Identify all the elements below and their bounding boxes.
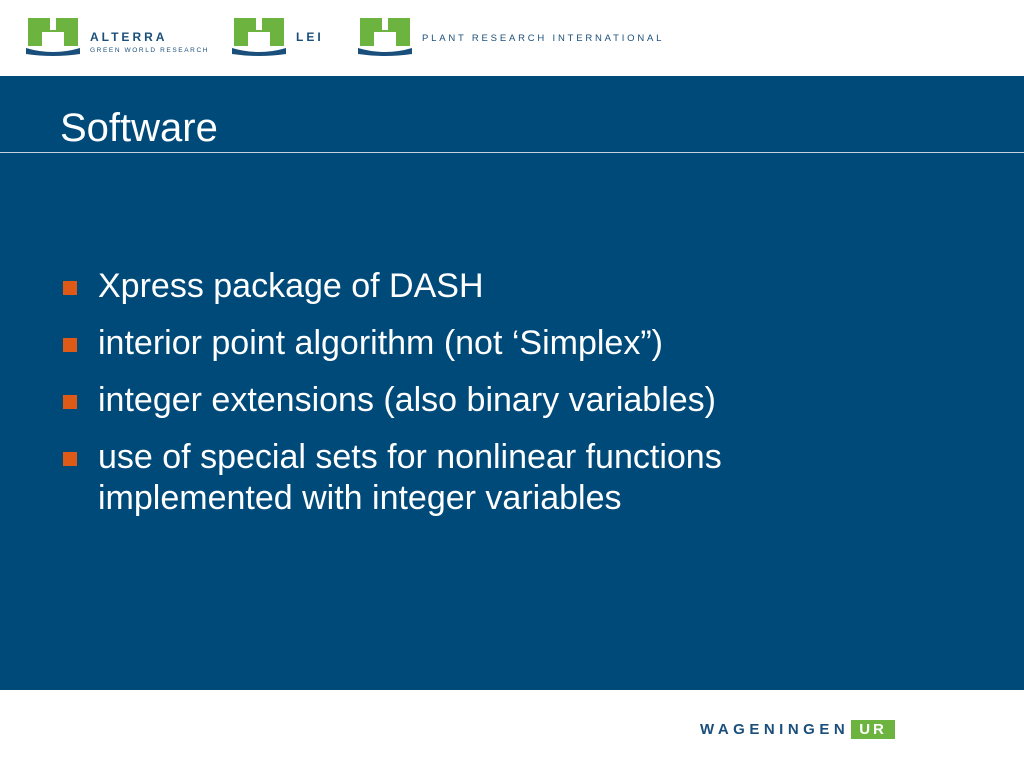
footer: WAGENINGEN UR: [0, 690, 1024, 768]
bullet-list: Xpress package of DASH interior point al…: [60, 266, 920, 535]
slide-title: Software: [60, 106, 218, 150]
slide-panel: Software Xpress package of DASH interior…: [0, 76, 1024, 690]
bullet-item: use of special sets for nonlinear functi…: [60, 437, 920, 519]
square-bullet-icon: [63, 452, 77, 466]
logo-name: ALTERRA: [90, 30, 168, 44]
bullet-item: Xpress package of DASH: [60, 266, 920, 307]
bullet-text: use of special sets for nonlinear functi…: [98, 438, 722, 517]
alterra-logo: ALTERRA GREEN WORLD RESEARCH: [26, 16, 209, 56]
lei-logo: LEI: [232, 16, 324, 56]
logo-name: LEI: [296, 30, 324, 44]
square-bullet-icon: [63, 338, 77, 352]
logo-name: PLANT RESEARCH INTERNATIONAL: [422, 33, 665, 44]
brand-suffix: UR: [851, 720, 895, 739]
arch-logo-icon: [358, 18, 412, 56]
header: ALTERRA GREEN WORLD RESEARCH LEI PLANT R…: [0, 0, 1024, 76]
logo-subtitle: GREEN WORLD RESEARCH: [90, 47, 210, 54]
square-bullet-icon: [63, 395, 77, 409]
plant-research-logo: PLANT RESEARCH INTERNATIONAL: [358, 16, 664, 56]
bullet-item: interior point algorithm (not ‘Simplex”): [60, 323, 920, 364]
arch-logo-icon: [232, 18, 286, 56]
arch-logo-icon: [26, 18, 80, 56]
wageningen-ur-logo: WAGENINGEN UR: [700, 720, 895, 739]
bullet-text: integer extensions (also binary variable…: [98, 381, 716, 419]
bullet-text: Xpress package of DASH: [98, 267, 484, 305]
title-divider: [0, 152, 1024, 153]
brand-main: WAGENINGEN: [700, 721, 850, 738]
square-bullet-icon: [63, 281, 77, 295]
bullet-item: integer extensions (also binary variable…: [60, 380, 920, 421]
bullet-text: interior point algorithm (not ‘Simplex”): [98, 324, 663, 362]
